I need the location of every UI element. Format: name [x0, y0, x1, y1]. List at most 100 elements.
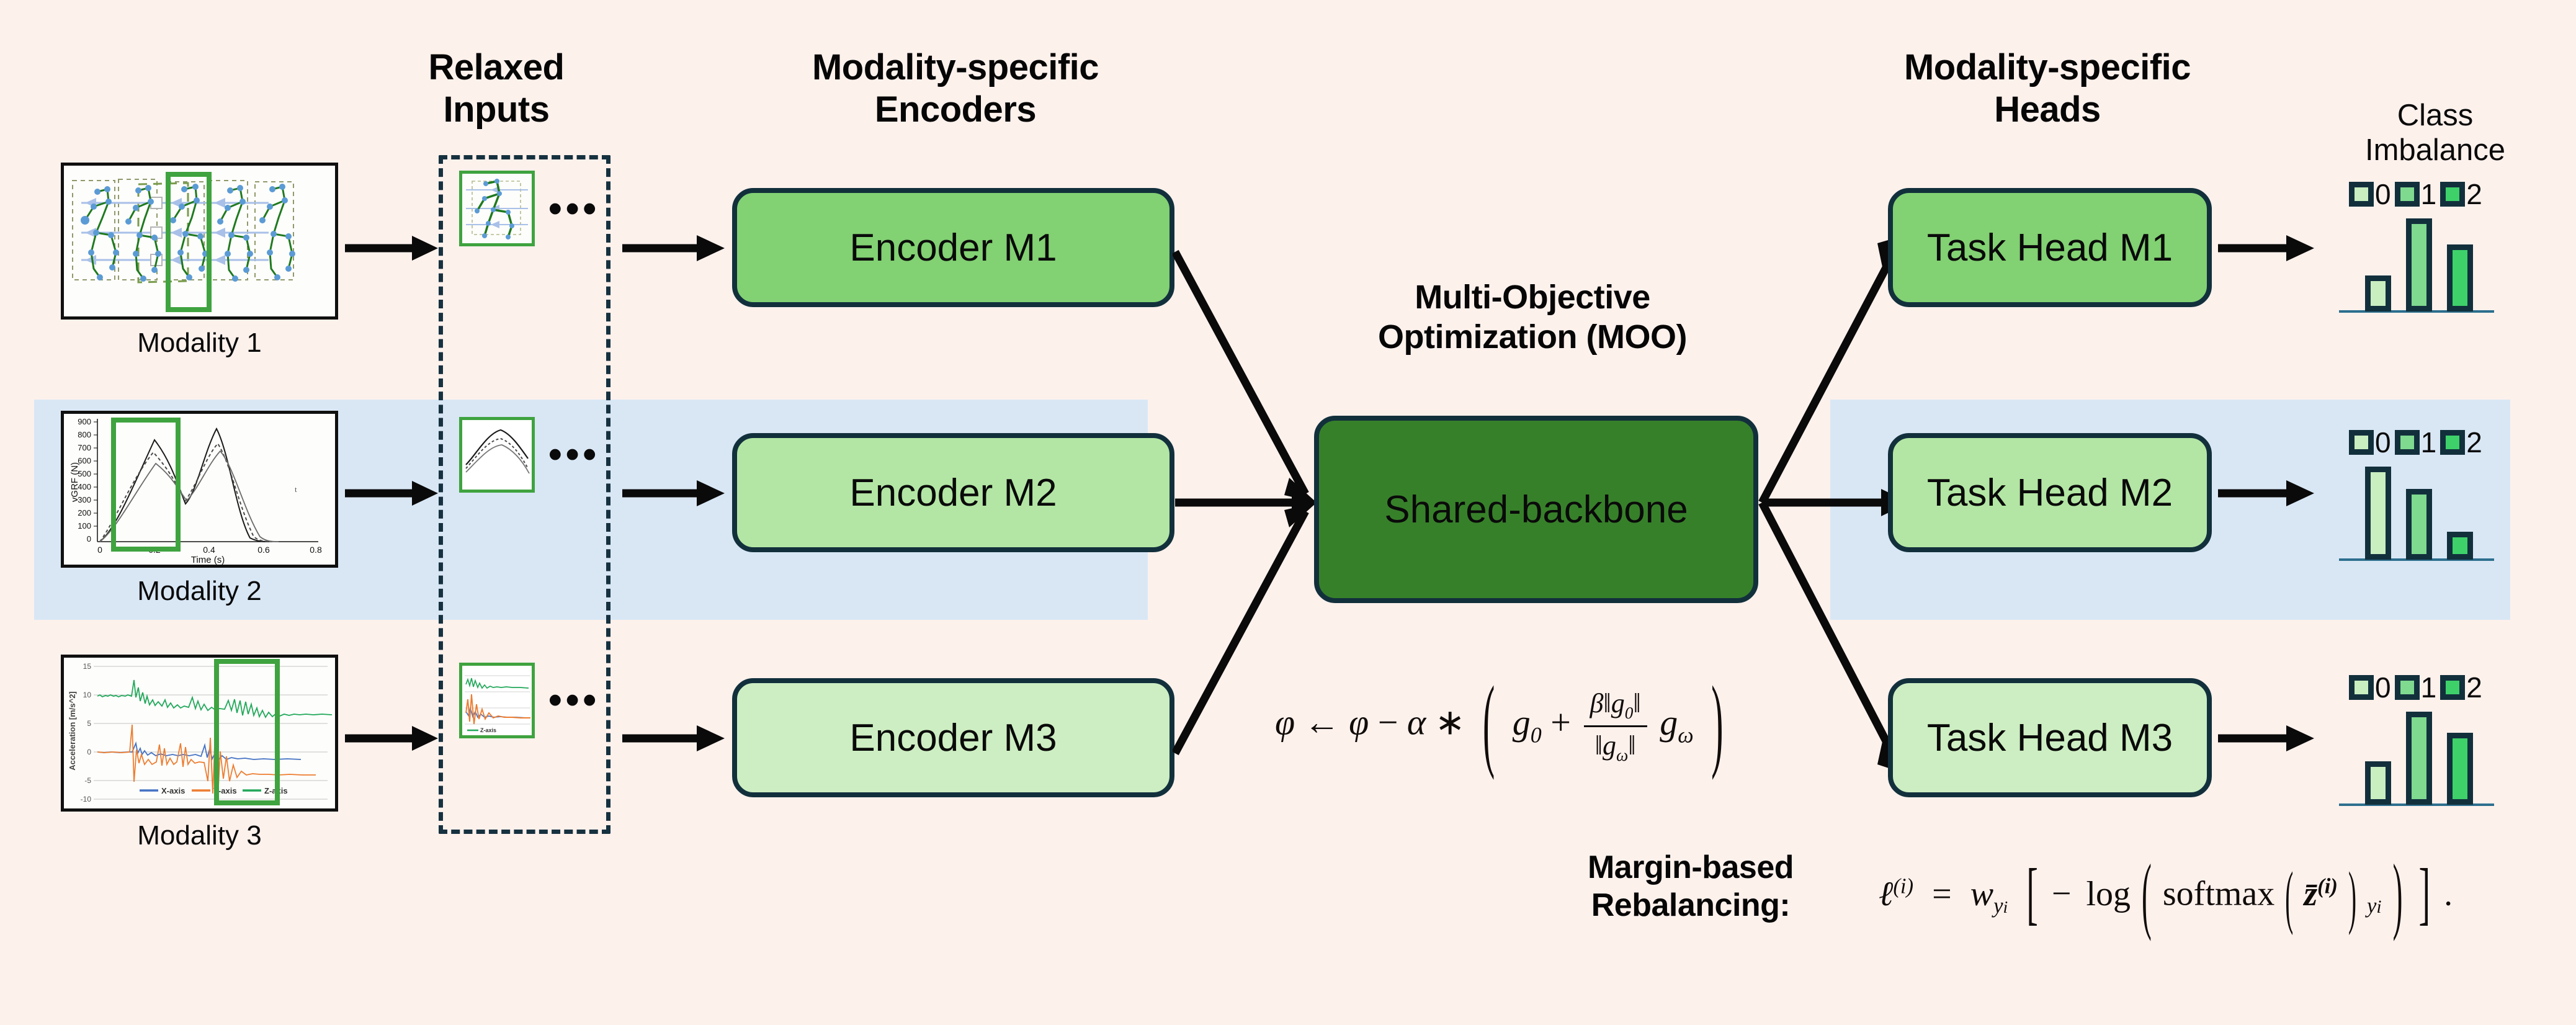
encoder-m3-box[interactable]: Encoder M3 [732, 678, 1174, 797]
acceleration-plot-icon: 15 10 5 0 -5 -10 Acceleration [m/s^2] X-… [68, 659, 333, 805]
svg-text:200: 200 [78, 508, 91, 517]
svg-text:vGRF (N): vGRF (N) [69, 462, 80, 502]
svg-text:Acceleration [m/s^2]: Acceleration [m/s^2] [68, 691, 77, 771]
legend-label-2: 2 [2466, 671, 2482, 704]
svg-text:15: 15 [83, 662, 92, 671]
arrow-modality-3-to-relaxed [345, 726, 438, 751]
moo-update-equation: φ ← φ − α ∗ ( g0 + β‖g0‖ ‖gω‖ gω ) [1275, 663, 1724, 781]
arrow-modality-2-to-relaxed [345, 481, 438, 506]
legend-label-0: 0 [2375, 671, 2391, 704]
header-moo-line2: Optimization (MOO) [1378, 318, 1687, 356]
relaxed-input-crop-modality-2 [459, 417, 535, 493]
head-m2-distribution-chart: 0 1 2 [2333, 428, 2519, 589]
svg-text:700: 700 [78, 443, 91, 452]
svg-text:400: 400 [78, 482, 91, 491]
legend-swatch-0 [2349, 675, 2374, 700]
head-m3-distribution-chart: 0 1 2 [2333, 673, 2519, 835]
legend-entry-1: 1 [2394, 426, 2441, 459]
legend-entry-1: 1 [2394, 671, 2441, 704]
svg-text:-10: -10 [81, 795, 92, 803]
task-head-m2-box[interactable]: Task Head M2 [1888, 433, 2212, 552]
bar-class-2 [2447, 532, 2473, 560]
head-m3-legend: 0 1 2 [2349, 673, 2486, 702]
vgrf-plot-icon: 900 800 700 600 500 400 300 200 100 0 vG… [69, 417, 322, 565]
arrow-relaxed-to-encoder-m1 [622, 235, 725, 261]
header-modality-specific-heads: Modality-specific Heads [1836, 47, 2258, 132]
encoder-m3-label: Encoder M3 [849, 716, 1057, 759]
svg-text:10: 10 [83, 691, 92, 699]
legend-label-2: 2 [2466, 178, 2482, 210]
svg-text:X-axis: X-axis [161, 786, 185, 795]
encoder-m2-box[interactable]: Encoder M2 [732, 433, 1174, 552]
header-relaxed-inputs-line2: Inputs [443, 89, 550, 130]
legend-entry-0: 0 [2349, 180, 2395, 208]
header-class-imbalance-line1: Class [2397, 99, 2474, 132]
head-m2-legend: 0 1 2 [2349, 428, 2486, 457]
bar-class-1 [2406, 489, 2432, 560]
shared-backbone-label: Shared-backbone [1384, 488, 1688, 531]
modality-1-selection-box [166, 172, 212, 312]
header-heads-line1: Modality-specific [1903, 47, 2191, 87]
arrows-encoders-to-backbone [1173, 249, 1319, 756]
svg-text:5: 5 [87, 719, 91, 728]
header-class-imbalance-line2: Imbalance [2364, 133, 2506, 168]
bar-class-2 [2447, 244, 2473, 311]
relaxed-inputs-container [439, 155, 610, 834]
encoder-m1-box[interactable]: Encoder M1 [732, 188, 1174, 307]
relaxed-input-ellipsis-modality-3: ••• [548, 679, 601, 722]
svg-text:600: 600 [78, 456, 91, 465]
svg-text:-5: -5 [84, 776, 91, 785]
svg-text:Z-axis: Z-axis [480, 727, 496, 733]
legend-entry-2: 2 [2440, 428, 2486, 457]
header-heads-line2: Heads [1994, 89, 2101, 130]
task-head-m1-label: Task Head M1 [1926, 226, 2173, 269]
svg-text:800: 800 [78, 430, 91, 439]
header-margin-line1: Margin-based [1587, 849, 1794, 885]
svg-text:100: 100 [78, 521, 91, 530]
relaxed-input-crop-modality-3: Z-axis [459, 663, 535, 738]
bar-class-1 [2406, 218, 2432, 311]
relaxed-input-ellipsis-modality-1: ••• [548, 187, 601, 230]
task-head-m1-box[interactable]: Task Head M1 [1888, 188, 2212, 307]
legend-label-1: 1 [2420, 671, 2437, 704]
encoder-m2-label: Encoder M2 [849, 471, 1057, 514]
bar-class-2 [2447, 733, 2473, 805]
header-relaxed-inputs-line1: Relaxed [428, 47, 565, 87]
baseline-axis [2339, 558, 2494, 561]
arrow-relaxed-to-encoder-m2 [622, 480, 725, 506]
header-class-imbalance: Class Imbalance [2333, 98, 2538, 168]
legend-swatch-1 [2394, 675, 2420, 700]
margin-rebalancing-loss-equation: ℓ(i) = wyi [ − log ( softmax ( z̄(i) ) y… [1879, 849, 2453, 943]
shared-backbone-box[interactable]: Shared-backbone [1314, 416, 1758, 603]
legend-label-2: 2 [2466, 426, 2482, 459]
header-relaxed-inputs: Relaxed Inputs [397, 47, 596, 132]
legend-label-1: 1 [2420, 426, 2437, 459]
svg-text:Y-axis: Y-axis [213, 786, 237, 795]
legend-swatch-2 [2440, 182, 2466, 207]
svg-text:0: 0 [87, 534, 91, 544]
modality-3-thumbnail: 15 10 5 0 -5 -10 Acceleration [m/s^2] X-… [61, 655, 338, 812]
task-head-m3-box[interactable]: Task Head M3 [1888, 678, 2212, 797]
task-head-m3-label: Task Head M3 [1926, 716, 2173, 759]
acceleration-crop-icon: Z-axis [462, 666, 532, 735]
modality-3-label: Modality 3 [137, 820, 262, 851]
bar-class-0 [2365, 467, 2391, 560]
svg-text:0.8: 0.8 [310, 545, 322, 555]
svg-text:t: t [295, 485, 297, 494]
arrow-head-m1-to-chart [2218, 235, 2314, 261]
head-m1-distribution-chart: 0 1 2 [2333, 180, 2519, 341]
relaxed-input-ellipsis-modality-2: ••• [548, 433, 601, 476]
legend-entry-2: 2 [2440, 180, 2486, 208]
baseline-axis [2339, 310, 2494, 313]
bar-class-0 [2365, 761, 2391, 805]
head-m1-bars [2339, 218, 2513, 313]
bar-class-1 [2406, 712, 2432, 805]
svg-text:0.4: 0.4 [203, 545, 215, 555]
arrow-relaxed-to-encoder-m3 [622, 725, 725, 751]
legend-entry-0: 0 [2349, 428, 2395, 457]
baseline-axis [2339, 803, 2494, 806]
modality-1-label: Modality 1 [137, 328, 262, 358]
legend-label-0: 0 [2375, 426, 2391, 459]
svg-text:0: 0 [87, 748, 91, 756]
legend-swatch-0 [2349, 182, 2374, 207]
